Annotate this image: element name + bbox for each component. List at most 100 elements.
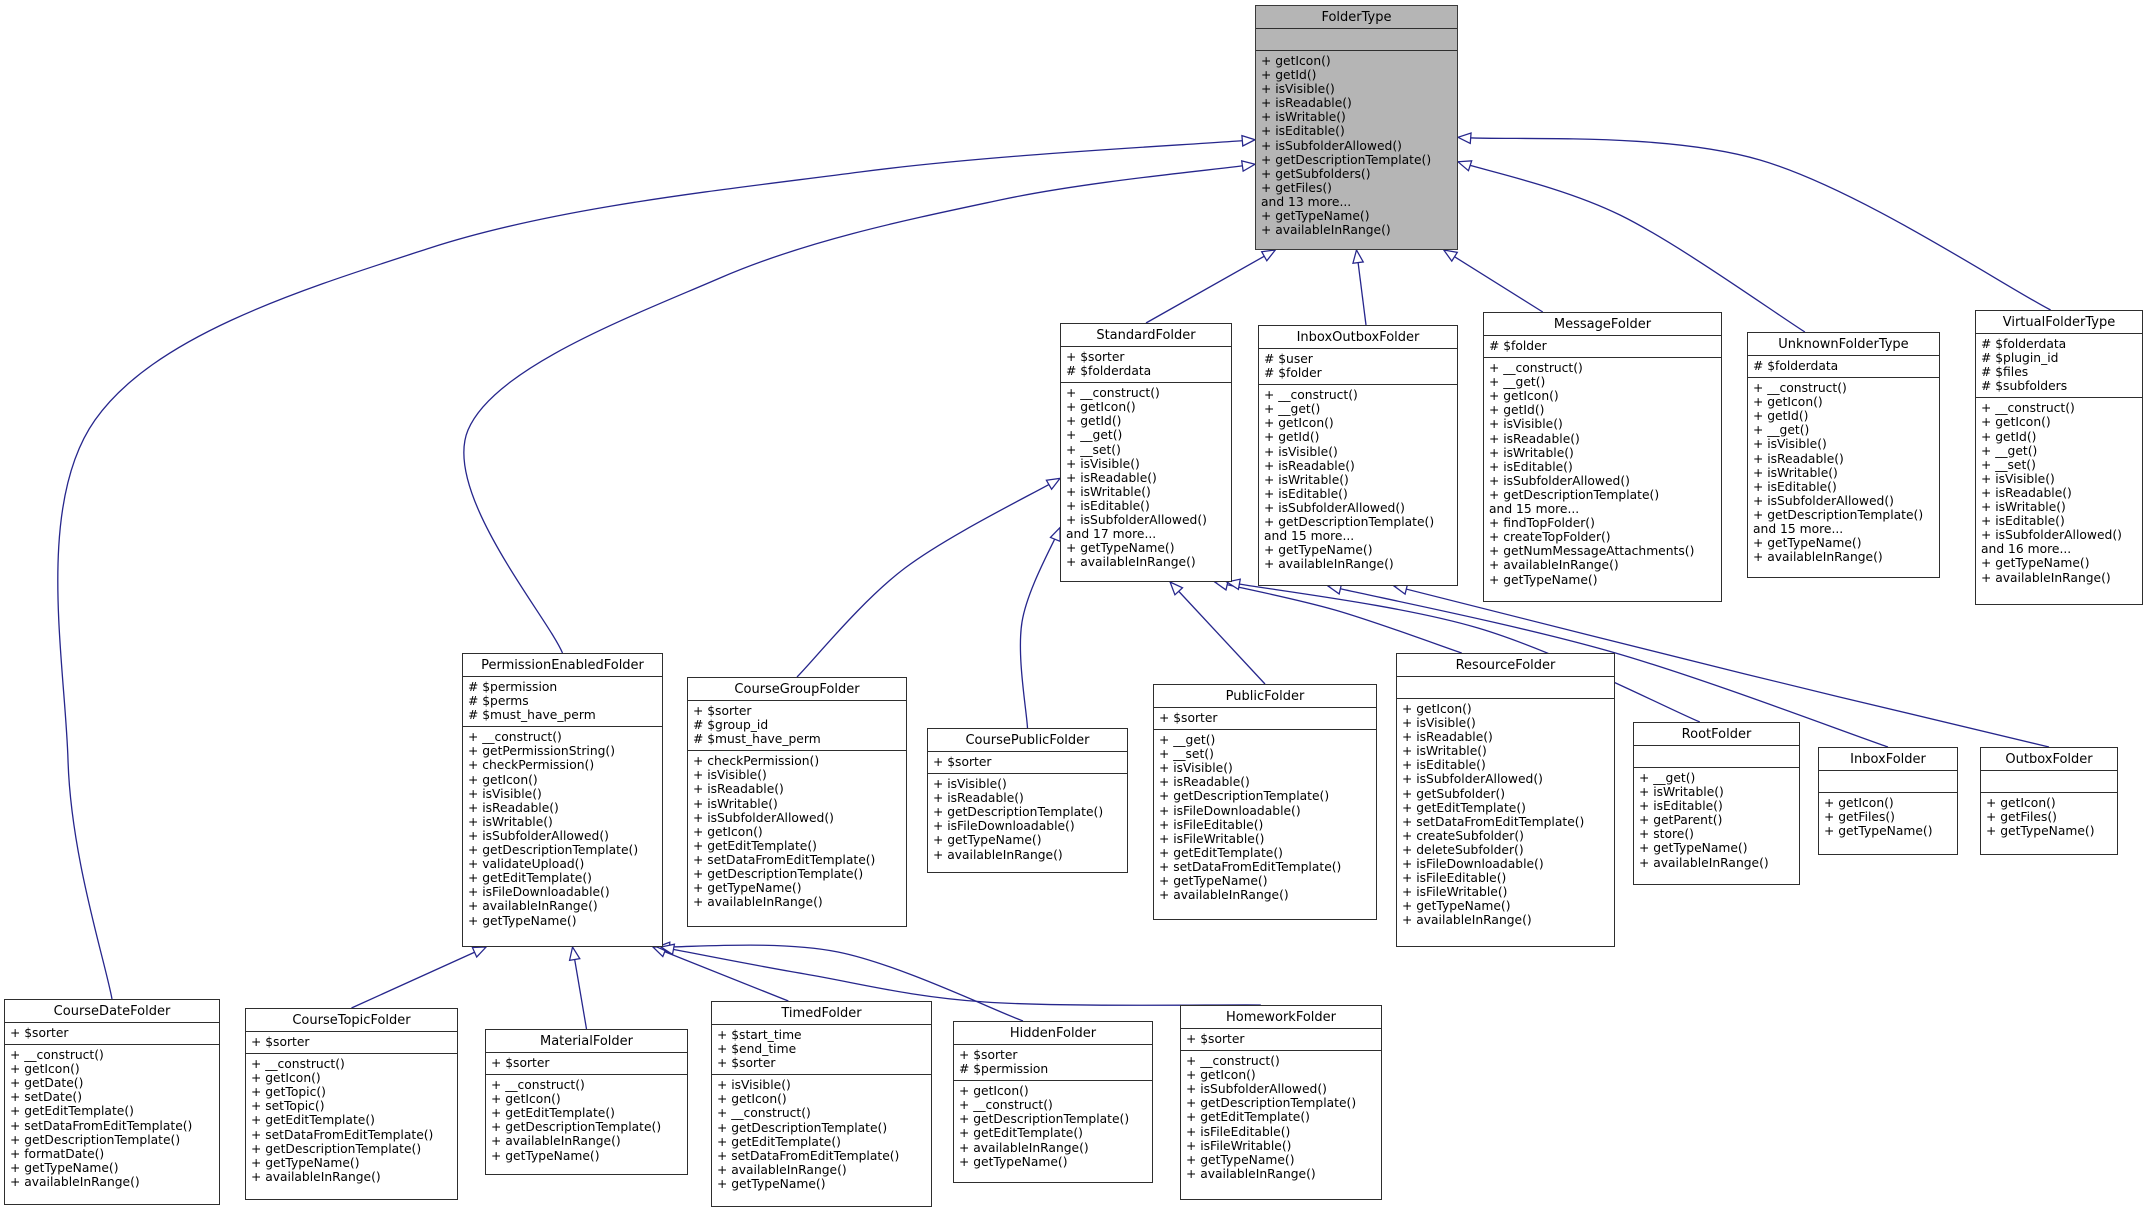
uml-method: + getDescriptionTemplate() bbox=[933, 805, 1104, 820]
uml-method: + getTypeName() bbox=[1824, 824, 1933, 839]
uml-method: + getId() bbox=[1753, 409, 1809, 424]
methods-section: + getIcon()+ __construct()+ getDescripti… bbox=[954, 1081, 1152, 1182]
uml-method: + getIcon() bbox=[10, 1062, 80, 1077]
uml-method: + getEditTemplate() bbox=[959, 1126, 1083, 1141]
uml-method: and 16 more... bbox=[1981, 542, 2072, 557]
class-box-homeworkfolder[interactable]: HomeworkFolder+ $sorter+ __construct()+ … bbox=[1180, 1005, 1382, 1200]
uml-method: + availableInRange() bbox=[1639, 855, 1769, 870]
attributes-section: # $user# $folder bbox=[1259, 349, 1457, 386]
class-box-outboxfolder[interactable]: OutboxFolder+ getIcon()+ getFiles()+ get… bbox=[1980, 747, 2118, 855]
uml-method: + getTypeName() bbox=[1186, 1152, 1295, 1167]
class-title: InboxFolder bbox=[1819, 748, 1957, 771]
uml-method: + __set() bbox=[1066, 442, 1121, 457]
uml-method: + __construct() bbox=[717, 1106, 811, 1121]
uml-method: + getIcon() bbox=[1066, 400, 1136, 415]
uml-method: + getTypeName() bbox=[251, 1155, 360, 1170]
uml-attribute: # $subfolders bbox=[1981, 379, 2068, 394]
uml-method: + __construct() bbox=[1489, 361, 1583, 376]
uml-method: + availableInRange() bbox=[10, 1174, 140, 1189]
uml-method: + getTypeName() bbox=[1489, 572, 1598, 587]
uml-attribute: # $perms bbox=[468, 694, 529, 709]
class-box-coursegroupfolder[interactable]: CourseGroupFolder+ $sorter# $group_id# $… bbox=[687, 677, 907, 927]
uml-method: + getIcon() bbox=[693, 824, 763, 839]
class-box-inboxfolder[interactable]: InboxFolder+ getIcon()+ getFiles()+ getT… bbox=[1818, 747, 1958, 855]
uml-method: + isReadable() bbox=[1159, 775, 1250, 790]
uml-method: + isFileWritable() bbox=[1159, 831, 1265, 846]
attributes-section: + $sorter# $group_id# $must_have_perm bbox=[688, 701, 906, 752]
uml-method: + getEditTemplate() bbox=[1159, 845, 1283, 860]
class-title: HiddenFolder bbox=[954, 1022, 1152, 1045]
uml-method: + getIcon() bbox=[1986, 796, 2056, 810]
uml-method: + isFileEditable() bbox=[1159, 817, 1264, 832]
uml-method: + isReadable() bbox=[1489, 431, 1580, 446]
uml-method: + availableInRange() bbox=[251, 1169, 381, 1184]
uml-method: + getIcon() bbox=[1753, 395, 1823, 410]
uml-attribute: + $sorter bbox=[1066, 350, 1125, 364]
uml-method: + isVisible() bbox=[1981, 471, 2055, 486]
uml-method: + store() bbox=[1639, 827, 1694, 842]
uml-method: + isReadable() bbox=[468, 800, 559, 815]
uml-method: + isWritable() bbox=[1489, 445, 1574, 460]
uml-method: + isSubfolderAllowed() bbox=[1489, 473, 1630, 488]
class-box-publicfolder[interactable]: PublicFolder+ $sorter+ __get()+ __set()+… bbox=[1153, 684, 1377, 920]
class-box-inboxoutboxfolder[interactable]: InboxOutboxFolder# $user# $folder + __con… bbox=[1258, 325, 1458, 586]
inheritance-edge-messagefolder bbox=[1444, 250, 1544, 313]
uml-attribute: # $must_have_perm bbox=[468, 708, 596, 723]
uml-method: + __construct() bbox=[1264, 388, 1358, 403]
uml-method: + findTopFolder() bbox=[1489, 516, 1595, 531]
uml-method: + availableInRange() bbox=[693, 895, 823, 910]
uml-method: + setDate() bbox=[10, 1090, 82, 1105]
uml-method: + deleteSubfolder() bbox=[1402, 842, 1524, 857]
uml-attribute: + $sorter bbox=[1159, 711, 1218, 725]
attributes-section bbox=[1256, 29, 1457, 51]
attributes-section: + $start_time+ $end_time+ $sorter bbox=[712, 1025, 931, 1076]
class-box-rootfolder[interactable]: RootFolder+ __get()+ isWritable()+ isEdi… bbox=[1633, 722, 1800, 885]
uml-attribute: # $folder bbox=[1264, 366, 1322, 381]
uml-method: + getTopic() bbox=[251, 1085, 326, 1100]
uml-method: + getTypeName() bbox=[10, 1160, 119, 1175]
uml-method: + isVisible() bbox=[717, 1078, 791, 1093]
inheritance-edge-unknownfoldertype bbox=[1458, 162, 1806, 333]
methods-section: + __construct()+ getIcon()+ getTopic()+ … bbox=[246, 1054, 457, 1199]
uml-method: + setDataFromEditTemplate() bbox=[717, 1148, 900, 1163]
methods-section: + getIcon()+ isVisible()+ isReadable()+ … bbox=[1397, 699, 1614, 946]
uml-method: + getIcon() bbox=[251, 1071, 321, 1086]
class-box-foldertype[interactable]: FolderType+ getIcon()+ getId()+ isVisibl… bbox=[1255, 5, 1458, 250]
uml-method: + getIcon() bbox=[1261, 54, 1331, 68]
uml-method: + getTypeName() bbox=[693, 881, 802, 896]
uml-attribute: # $plugin_id bbox=[1981, 351, 2059, 366]
class-box-standardfolder[interactable]: StandardFolder+ $sorter# $folderdata+ __… bbox=[1060, 323, 1232, 582]
class-box-coursedatefolder[interactable]: CourseDateFolder+ $sorter+ __construct()… bbox=[4, 999, 220, 1205]
class-box-virtualfoldertype[interactable]: VirtualFolderType# $folderdata# $plugin_… bbox=[1975, 310, 2143, 605]
uml-attribute: + $sorter bbox=[959, 1048, 1018, 1062]
uml-method: + isVisible() bbox=[468, 786, 542, 801]
uml-method: + isEditable() bbox=[1264, 486, 1348, 501]
class-box-permissionenabledfolder[interactable]: PermissionEnabledFolder# $permission# $p… bbox=[462, 653, 663, 947]
uml-method: + setDataFromEditTemplate() bbox=[1402, 814, 1585, 829]
uml-method: + isWritable() bbox=[468, 814, 553, 829]
class-title: ResourceFolder bbox=[1397, 654, 1614, 677]
class-box-resourcefolder[interactable]: ResourceFolder + getIcon()+ isVisible()+ … bbox=[1396, 653, 1615, 947]
attributes-section: + $sorter bbox=[486, 1053, 687, 1076]
uml-method: + checkPermission() bbox=[693, 754, 820, 769]
inheritance-edge-coursepublicfolder bbox=[1019, 528, 1060, 729]
uml-method: + getIcon() bbox=[1264, 416, 1334, 431]
uml-method: + createSubfolder() bbox=[1402, 828, 1524, 843]
methods-section: + getIcon()+ getFiles()+ getTypeName() bbox=[1981, 793, 2117, 854]
uml-method: + getPermissionString() bbox=[468, 744, 616, 759]
uml-attribute: + $sorter bbox=[1186, 1032, 1245, 1046]
uml-method: + availableInRange() bbox=[1489, 558, 1619, 573]
class-box-coursetopicfolder[interactable]: CourseTopicFolder+ $sorter+ __construct(… bbox=[245, 1008, 458, 1200]
class-box-messagefolder[interactable]: MessageFolder# $folder+ __construct()+ _… bbox=[1483, 312, 1722, 602]
class-title: InboxOutboxFolder bbox=[1259, 326, 1457, 349]
uml-method: + isVisible() bbox=[693, 768, 767, 783]
class-box-unknownfoldertype[interactable]: UnknownFolderType# $folderdata+ __constr… bbox=[1747, 332, 1940, 578]
class-box-coursepublicfolder[interactable]: CoursePublicFolder+ $sorter+ isVisible()… bbox=[927, 728, 1128, 873]
class-box-materialfolder[interactable]: MaterialFolder+ $sorter+ __construct()+ … bbox=[485, 1029, 688, 1175]
class-box-timedfolder[interactable]: TimedFolder+ $start_time+ $end_time+ $so… bbox=[711, 1001, 932, 1207]
uml-method: + getId() bbox=[1489, 403, 1545, 418]
uml-method: + __construct() bbox=[10, 1048, 104, 1063]
uml-method: + isEditable() bbox=[1981, 514, 2065, 529]
class-box-hiddenfolder[interactable]: HiddenFolder+ $sorter# $permission+ getI… bbox=[953, 1021, 1153, 1183]
class-title: CourseGroupFolder bbox=[688, 678, 906, 701]
